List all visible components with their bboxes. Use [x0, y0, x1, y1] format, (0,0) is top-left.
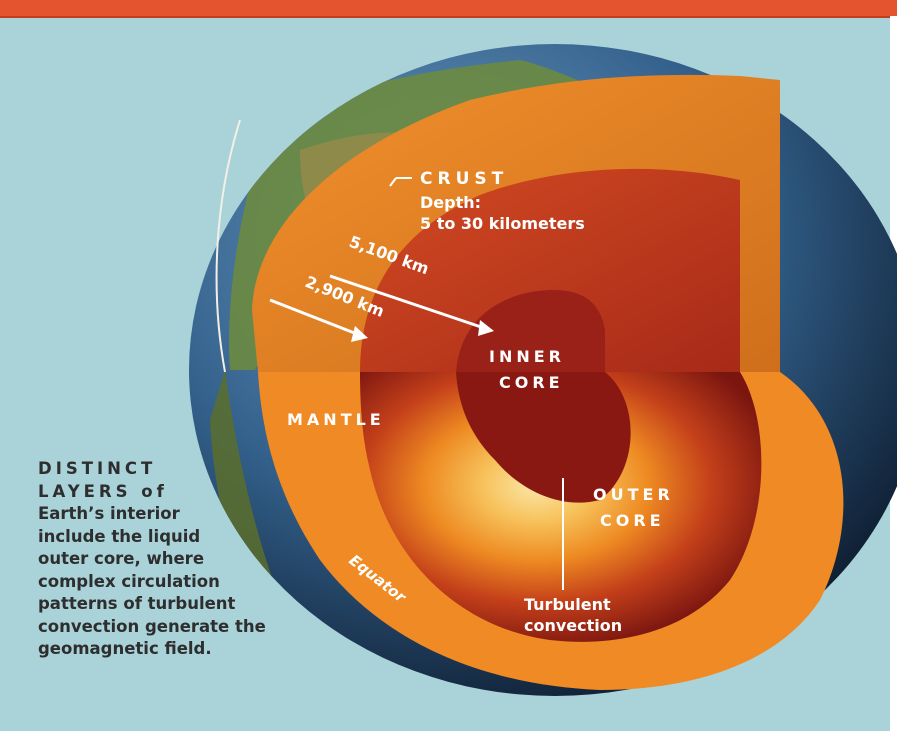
caption-line-9: geomagnetic field.	[38, 639, 212, 658]
caption-line-8: convection generate the	[38, 616, 266, 636]
crust-depth-value: 5 to 30 kilometers	[420, 214, 585, 233]
inner-core-label-1: INNER	[489, 347, 565, 366]
top-accent-bar	[0, 0, 897, 18]
outer-core-top	[360, 168, 740, 372]
caption-line-4: include the liquid	[38, 526, 201, 546]
caption-line-5: outer core, where	[38, 549, 205, 568]
caption-line-7: patterns of turbulent	[38, 594, 236, 613]
turbulent-label-2: convection	[524, 616, 622, 635]
arrow-5100km	[329, 274, 494, 336]
arrow-2900km	[269, 298, 368, 342]
outer-core-label-2: CORE	[600, 511, 665, 530]
crust-title: CRUST	[420, 169, 508, 189]
inner-core-label-2: CORE	[499, 373, 564, 392]
crust-depth-label: Depth:	[420, 193, 481, 212]
caption-line-1: DISTINCT	[38, 459, 157, 478]
turbulent-label-1: Turbulent	[524, 595, 611, 614]
caption-line-2: LAYERS of	[38, 481, 168, 501]
caption-line-6: complex circulation	[38, 571, 220, 591]
outer-core-label-1: OUTER	[593, 485, 674, 504]
caption-line-3: Earth’s interior	[38, 504, 180, 523]
inner-core-top	[456, 289, 605, 372]
mantle-label: MANTLE	[287, 410, 385, 429]
outer-core-bottom	[360, 372, 762, 642]
inner-core-bottom	[456, 372, 631, 503]
caption: DISTINCT LAYERS of Earth’s interior incl…	[38, 458, 268, 661]
